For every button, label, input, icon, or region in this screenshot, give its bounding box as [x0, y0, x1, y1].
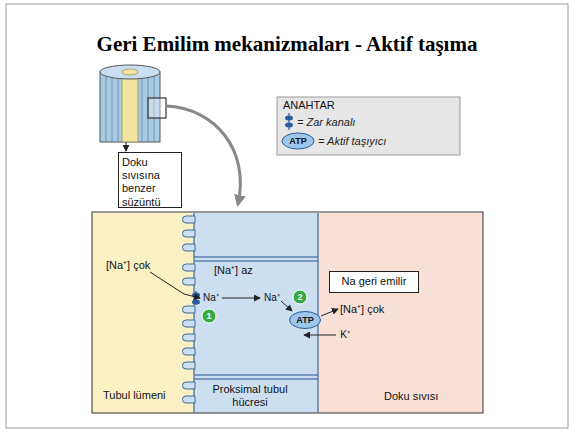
node-text: Doku sıvısı — [384, 390, 438, 403]
cell-junction — [194, 260, 318, 262]
tubule-opening — [122, 69, 138, 75]
slide-frame — [6, 4, 568, 428]
ion-label: K⁺ — [340, 330, 350, 340]
panel-border — [92, 212, 483, 413]
zoom-arrow — [166, 106, 240, 204]
callout-circle — [293, 290, 307, 304]
sodium-arrow — [281, 301, 292, 311]
channel-symbol — [288, 113, 289, 130]
sodium-arrow — [150, 272, 200, 298]
node-text: [Na⁺] az — [214, 264, 253, 277]
channel-symbol — [285, 123, 293, 128]
filtrate-box: Doku sıvısına benzer süzüntü — [118, 152, 182, 208]
node-text: [Na⁺] çok — [340, 303, 384, 316]
carrier-ellipse — [290, 312, 321, 329]
tissue-fluid-band: [Na⁺] çokDoku sıvısı Na geri emilir — [318, 213, 483, 413]
detail-square — [148, 98, 166, 118]
legend-heading: ANAHTAR — [283, 100, 335, 111]
node-text: Na geri emilir — [342, 275, 407, 288]
cell-junction — [194, 256, 318, 258]
note-box: Na geri emilir — [329, 271, 419, 293]
channel-symbol — [195, 291, 196, 305]
ion-label: Na⁺ — [264, 293, 280, 303]
tubule-illustration — [100, 65, 166, 142]
carrier-label: ATP — [289, 137, 306, 146]
channel-symbol — [285, 116, 293, 121]
tubule-cell-band: [Na⁺] az Proksimal tubul hücresi ATP — [194, 213, 318, 413]
tubule-stripe — [106, 74, 107, 142]
callout-number: 1 — [206, 312, 211, 321]
basolateral-membrane — [317, 213, 318, 413]
legend-box — [277, 97, 460, 155]
sodium-arrow — [321, 309, 338, 316]
atp-carrier: ATP — [289, 311, 321, 329]
cell-junction — [194, 378, 318, 380]
node-text: Doku sıvısına benzer süzüntü — [122, 156, 178, 209]
carrier-symbol — [282, 133, 314, 149]
microvilli — [183, 216, 195, 403]
tubule-lumen-band: [Na⁺] çokTubul lümeni — [92, 213, 194, 413]
channel-symbol — [192, 300, 200, 305]
channel-symbol — [192, 293, 200, 298]
legend-text: = Aktif taşıyıcı — [318, 135, 386, 147]
node-text: Proksimal tubul hücresi — [200, 383, 300, 408]
tubule-stripe — [112, 76, 113, 142]
sodium-arrow — [222, 298, 260, 299]
legend-text: = Zar kanalı — [297, 116, 355, 128]
node-text: Tubul lümeni — [103, 389, 166, 402]
node-text: ATP — [289, 311, 321, 329]
tubule-lumen — [122, 72, 138, 142]
title: Geri Emilim mekanizmaları - Aktif taşıma — [0, 32, 574, 57]
apical-membrane — [193, 213, 194, 413]
tubule-stripe — [148, 76, 149, 142]
node-text: [Na⁺] çok — [106, 259, 150, 272]
tubule-wall — [100, 72, 160, 142]
tubule-top — [100, 65, 160, 79]
callout-number: 2 — [297, 293, 302, 302]
ion-label: Na⁺ — [203, 293, 219, 303]
cell-junction — [194, 374, 318, 376]
tubule-stripe — [118, 77, 119, 142]
flow-arrow — [126, 142, 127, 151]
callout-circle — [202, 309, 216, 323]
tubule-stripe — [154, 74, 155, 142]
potassium-arrow — [304, 335, 336, 336]
tubule-stripe — [142, 77, 143, 142]
